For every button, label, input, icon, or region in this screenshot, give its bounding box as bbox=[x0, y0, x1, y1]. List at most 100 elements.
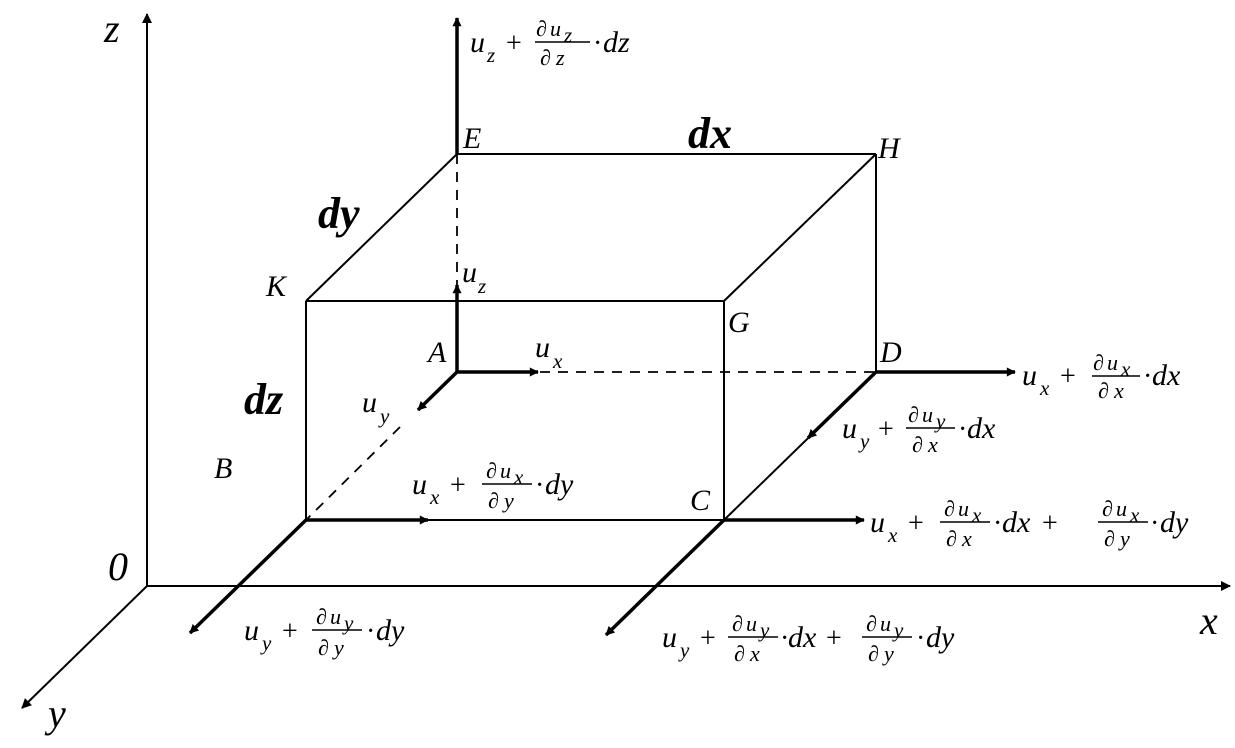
svg-text:∂: ∂ bbox=[536, 16, 547, 41]
svg-text:∂: ∂ bbox=[734, 641, 745, 666]
dimension-dz: dz bbox=[244, 375, 283, 424]
svg-text:z: z bbox=[555, 45, 565, 70]
label-uy-B: u y + ∂ u y ∂ y · dy bbox=[244, 604, 405, 660]
svg-text:u: u bbox=[1116, 496, 1127, 521]
origin-label: 0 bbox=[108, 544, 128, 589]
svg-text:u: u bbox=[922, 402, 933, 427]
svg-text:x: x bbox=[887, 523, 898, 547]
svg-text:u: u bbox=[662, 621, 677, 654]
hidden-edges bbox=[305, 154, 876, 521]
svg-text:∂: ∂ bbox=[1104, 526, 1115, 551]
svg-text:dx: dx bbox=[1152, 359, 1181, 392]
svg-text:y: y bbox=[1118, 526, 1130, 551]
svg-text:+: + bbox=[1060, 361, 1076, 392]
point-A: A bbox=[426, 336, 447, 369]
svg-text:+: + bbox=[908, 508, 924, 539]
svg-text:x: x bbox=[1120, 357, 1131, 381]
svg-text:dx: dx bbox=[788, 621, 817, 654]
y-axis-label: y bbox=[44, 691, 66, 736]
svg-text:u: u bbox=[1107, 350, 1118, 375]
svg-text:+: + bbox=[700, 623, 716, 654]
svg-text:dy: dy bbox=[1160, 506, 1189, 539]
svg-text:x: x bbox=[1039, 376, 1050, 400]
point-H: H bbox=[877, 132, 902, 165]
z-axis-label: z bbox=[103, 6, 120, 51]
svg-text:y: y bbox=[378, 404, 390, 428]
svg-text:u: u bbox=[535, 331, 550, 364]
svg-text:u: u bbox=[870, 506, 885, 539]
point-K: K bbox=[265, 270, 288, 303]
svg-text:+: + bbox=[878, 414, 894, 445]
svg-text:·: · bbox=[535, 470, 544, 501]
point-B: B bbox=[214, 452, 232, 485]
svg-text:∂: ∂ bbox=[912, 432, 923, 457]
svg-text:·: · bbox=[1143, 361, 1152, 392]
svg-text:+: + bbox=[450, 470, 466, 501]
svg-text:dz: dz bbox=[603, 26, 630, 59]
svg-text:x: x bbox=[749, 641, 760, 666]
svg-text:dy: dy bbox=[545, 468, 574, 501]
edge-KE bbox=[305, 153, 458, 302]
svg-text:dx: dx bbox=[1002, 506, 1031, 539]
svg-text:∂: ∂ bbox=[866, 611, 877, 636]
svg-text:∂: ∂ bbox=[486, 458, 497, 483]
svg-text:·: · bbox=[366, 616, 375, 647]
svg-text:z: z bbox=[563, 23, 572, 47]
svg-text:∂: ∂ bbox=[1098, 378, 1109, 403]
arrow-uy-C bbox=[604, 518, 726, 637]
point-G: G bbox=[728, 306, 750, 339]
svg-text:u: u bbox=[746, 611, 757, 636]
svg-text:·: · bbox=[1150, 508, 1159, 539]
svg-text:u: u bbox=[550, 16, 561, 41]
svg-text:∂: ∂ bbox=[1102, 496, 1113, 521]
velocity-arrows bbox=[188, 17, 1016, 637]
svg-text:dx: dx bbox=[967, 412, 996, 445]
svg-text:u: u bbox=[958, 496, 969, 521]
svg-text:u: u bbox=[462, 256, 477, 289]
label-uz: u z bbox=[462, 256, 486, 298]
svg-text:∂: ∂ bbox=[732, 611, 743, 636]
label-uy: u y bbox=[362, 386, 390, 428]
svg-text:u: u bbox=[880, 611, 891, 636]
svg-text:y: y bbox=[332, 635, 344, 660]
svg-text:u: u bbox=[470, 26, 485, 59]
label-uy-C: u y + ∂ u y ∂ x · dx + ∂ u y ∂ y · dy bbox=[662, 611, 955, 666]
svg-text:∂: ∂ bbox=[540, 45, 551, 70]
coordinate-axes bbox=[21, 13, 1231, 709]
svg-text:y: y bbox=[892, 618, 904, 642]
svg-text:u: u bbox=[362, 386, 377, 419]
label-ux-B: u x + ∂ u x ∂ y · dy bbox=[412, 458, 574, 513]
svg-text:y: y bbox=[758, 618, 770, 642]
svg-text:u: u bbox=[412, 468, 427, 501]
svg-text:y: y bbox=[934, 409, 946, 433]
svg-text:dy: dy bbox=[376, 614, 405, 647]
dimension-dy: dy bbox=[318, 189, 360, 238]
svg-text:u: u bbox=[1022, 359, 1037, 392]
svg-text:∂: ∂ bbox=[1093, 350, 1104, 375]
label-ux-C: u x + ∂ u x ∂ x · dx + ∂ u x ∂ y · dy bbox=[870, 496, 1189, 551]
svg-text:∂: ∂ bbox=[868, 641, 879, 666]
svg-text:·: · bbox=[958, 414, 967, 445]
svg-text:x: x bbox=[1113, 378, 1124, 403]
arrow-uy-D bbox=[806, 370, 878, 440]
svg-text:∂: ∂ bbox=[944, 496, 955, 521]
svg-text:x: x bbox=[429, 485, 440, 509]
label-ux: u x bbox=[535, 331, 563, 373]
svg-text:u: u bbox=[244, 614, 259, 647]
svg-text:·: · bbox=[916, 623, 925, 654]
svg-text:+: + bbox=[1042, 508, 1058, 539]
svg-text:y: y bbox=[260, 631, 272, 655]
svg-text:y: y bbox=[502, 488, 514, 513]
svg-text:·: · bbox=[993, 508, 1002, 539]
svg-text:+: + bbox=[506, 28, 522, 59]
svg-text:x: x bbox=[513, 465, 524, 489]
svg-text:y: y bbox=[858, 429, 870, 453]
svg-text:x: x bbox=[552, 349, 563, 373]
svg-text:·: · bbox=[593, 28, 602, 59]
svg-text:dy: dy bbox=[926, 621, 955, 654]
svg-text:u: u bbox=[330, 604, 341, 629]
svg-text:y: y bbox=[342, 611, 354, 635]
label-ux-D: u x + ∂ u x ∂ x · dx bbox=[1022, 350, 1181, 403]
arrow-uy bbox=[416, 370, 459, 412]
svg-text:u: u bbox=[500, 458, 511, 483]
